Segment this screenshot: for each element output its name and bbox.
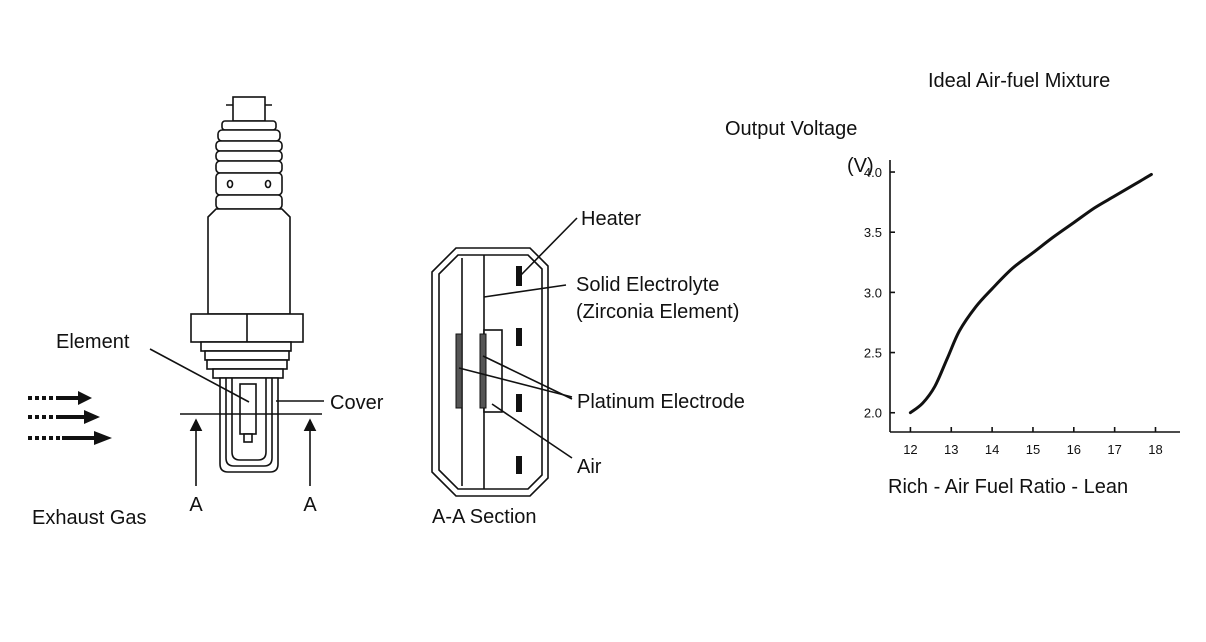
sensor-thread <box>212 368 284 379</box>
sensor-rib <box>221 120 277 131</box>
solid-electrolyte-label: Solid Electrolyte <box>576 274 719 296</box>
zirconia-label: (Zirconia Element) <box>576 301 739 323</box>
sensor-rib <box>215 150 283 162</box>
sensor-body <box>190 96 304 473</box>
sensor-rib <box>215 194 283 210</box>
heater-bar <box>516 394 522 412</box>
section-caption: A-A Section <box>432 506 537 528</box>
sensor-vent-hole <box>264 179 272 189</box>
sensor-element-tip-end <box>243 433 253 443</box>
platinum-electrode-inner <box>479 333 487 409</box>
sensor-rib <box>215 140 283 152</box>
x-tick-label: 18 <box>1148 442 1162 457</box>
y-tick-label: 4.0 <box>864 165 882 180</box>
heater-bar <box>516 266 522 286</box>
element-label: Element <box>56 331 130 353</box>
heater-leader <box>519 217 578 277</box>
air-leader <box>491 403 573 459</box>
section-mark-left: A <box>189 494 203 516</box>
cross-section <box>431 247 549 497</box>
y-tick-label: 2.5 <box>864 346 882 361</box>
platinum-electrode-outer <box>455 333 463 409</box>
solid-electrolyte-leader <box>483 284 567 298</box>
sensor-thread <box>204 350 290 361</box>
section-inner-shell <box>438 254 543 490</box>
x-tick-label: 12 <box>903 442 917 457</box>
voltage-chart: Ideal Air-fuel Mixture Output Voltage (V… <box>725 70 1180 498</box>
chart-series-line <box>908 172 1153 415</box>
exhaust-flow-arrows <box>28 391 112 445</box>
chart-y-unit: (V) <box>847 155 874 177</box>
air-label: Air <box>577 456 602 478</box>
platinum-electrode-label: Platinum Electrode <box>577 391 745 413</box>
sensor-element-tip <box>239 383 257 435</box>
sensor-thread <box>206 359 288 370</box>
element-leader <box>149 348 250 403</box>
chart-y-label: Output Voltage <box>725 118 857 140</box>
x-tick-label: 14 <box>985 442 999 457</box>
sensor-top-cap <box>232 96 266 122</box>
sensor-vent-band <box>215 172 283 196</box>
sensor-rib <box>217 129 281 142</box>
exhaust-gas-label: Exhaust Gas <box>32 507 147 529</box>
platinum-leader-2 <box>482 355 573 400</box>
platinum-leader-1 <box>458 367 573 398</box>
chart-x-label: Rich - Air Fuel Ratio - Lean <box>888 476 1128 498</box>
section-mark-right: A <box>303 494 317 516</box>
x-tick-label: 16 <box>1067 442 1081 457</box>
sensor-vent-hole <box>226 179 234 189</box>
sensor-barrel <box>207 208 291 315</box>
x-tick-label: 13 <box>944 442 958 457</box>
chart-title: Ideal Air-fuel Mixture <box>928 70 1110 92</box>
y-tick-label: 2.0 <box>864 406 882 421</box>
y-tick-label: 3.0 <box>864 285 882 300</box>
sensor-rib <box>215 160 283 174</box>
heater-bar <box>516 456 522 474</box>
heater-label: Heater <box>581 208 641 230</box>
y-tick-label: 3.5 <box>864 225 882 240</box>
cover-label: Cover <box>330 392 384 414</box>
air-chamber <box>483 329 503 413</box>
heater-bar <box>516 328 522 346</box>
x-tick-label: 17 <box>1107 442 1121 457</box>
x-tick-label: 15 <box>1026 442 1040 457</box>
sensor-thread <box>200 341 292 352</box>
